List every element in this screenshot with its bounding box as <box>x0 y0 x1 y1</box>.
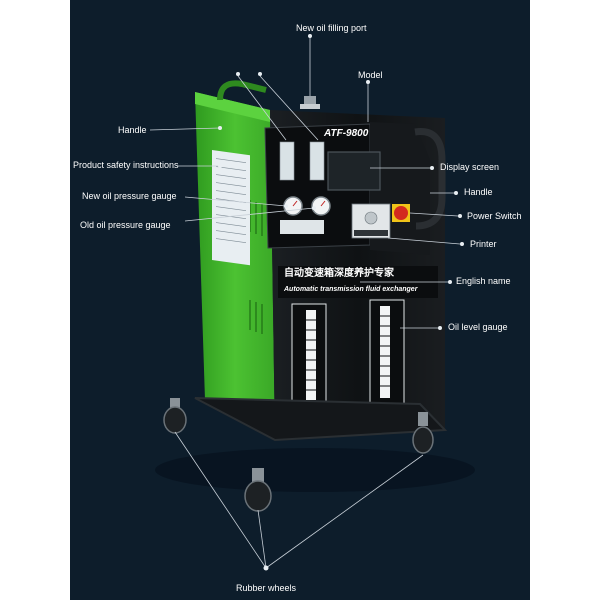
handle-icon <box>217 80 267 101</box>
new-oil-sight-tube <box>279 141 295 181</box>
callout-product-safety-instructions: Product safety instructions <box>73 160 179 170</box>
callout-old-oil-pressure-gauge: Old oil pressure gauge <box>80 220 171 230</box>
callout-oil-level-gauge: Oil level gauge <box>448 322 508 332</box>
handle-icon <box>414 128 446 230</box>
callout-new-oil-pressure-gauge: New oil pressure gauge <box>82 191 177 201</box>
old-oil-sight-tube <box>309 141 325 181</box>
chinese-name-text: 自动变速箱深度养护专家 <box>284 268 394 279</box>
caster-wheel-icon <box>163 398 187 434</box>
floor-shadow <box>155 448 475 492</box>
product-diagram-panel: ATF-9800 自动变速箱深度养护专家 Automatic transmiss… <box>70 0 530 600</box>
english-name-text: Automatic transmission fluid exchanger <box>284 286 418 293</box>
power-switch-icon <box>392 204 410 222</box>
callout-printer: Printer <box>470 239 497 249</box>
leader-dots <box>218 34 464 571</box>
callout-display-screen: Display screen <box>440 162 500 172</box>
filler-cap-icon <box>300 96 320 109</box>
oil-level-gauge-icon <box>369 299 405 421</box>
leader-lines <box>149 36 461 569</box>
callout-power-switch: Power Switch <box>467 211 522 221</box>
callout-model: Model <box>358 70 383 80</box>
callout-new-oil-filling-port: New oil filling port <box>296 23 367 33</box>
base-frame <box>194 397 448 442</box>
safety-instructions-sticker <box>212 149 250 266</box>
display-screen <box>327 151 381 191</box>
machine-illustration <box>149 34 475 571</box>
pressure-gauge-icon <box>311 196 331 216</box>
caster-wheel-icon <box>412 412 434 454</box>
callout-handle-right: Handle <box>464 187 493 197</box>
printer-icon <box>351 203 391 239</box>
gauge-label-plate <box>280 220 324 234</box>
model-name-text: ATF-9800 <box>324 128 369 139</box>
callout-handle-left: Handle <box>118 125 147 135</box>
cabinet-side-panel <box>195 92 275 440</box>
cabinet-top-edge <box>195 92 270 122</box>
callout-english-name: English name <box>456 276 511 286</box>
callout-rubber-wheels: Rubber wheels <box>236 583 297 593</box>
